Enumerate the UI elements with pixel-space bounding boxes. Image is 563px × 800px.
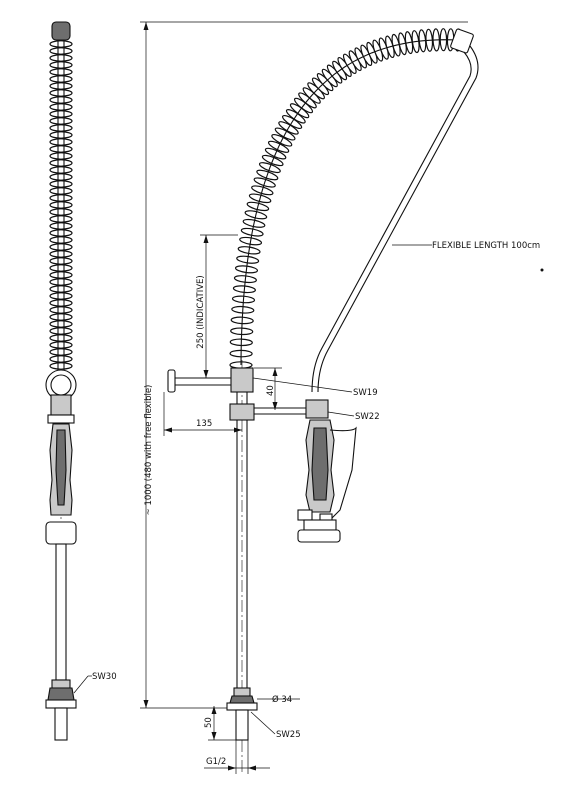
side-view-coupling	[50, 394, 72, 416]
side-view-top-cap	[51, 21, 71, 41]
side-spring-coil	[49, 89, 73, 97]
side-spring-coil	[49, 110, 73, 118]
side-view-nut	[47, 414, 75, 424]
sw22-leader	[327, 411, 355, 417]
side-spring-coil	[49, 285, 73, 293]
front-view-hose	[240, 39, 459, 366]
side-view: SW30	[45, 21, 117, 741]
spray-gun-grip	[311, 427, 329, 501]
side-spring-coil	[49, 47, 73, 55]
side-spring-coil	[49, 194, 73, 202]
overall-height-dimension: ~ 1000 (480 with free flexible)	[140, 21, 468, 709]
side-spring-coil	[49, 54, 73, 62]
overall-height-label: ~ 1000 (480 with free flexible)	[144, 385, 154, 516]
side-view-base-nut-top	[51, 679, 71, 689]
side-spring-coil	[49, 103, 73, 111]
side-view-base-hex	[47, 687, 75, 701]
front-dimensions: 250 (INDICATIVE) 135 40 Ø 34 SW25 50 G1/…	[163, 234, 301, 774]
stray-dot	[540, 268, 544, 272]
spray-gun-trigger	[329, 426, 357, 521]
side-spring-coil	[49, 264, 73, 272]
side-spring-coil	[49, 299, 73, 307]
side-spring-coil	[49, 327, 73, 335]
side-view-flange	[45, 699, 77, 709]
wall-arm-knob	[167, 369, 176, 393]
side-spring-coil	[49, 131, 73, 139]
side-spring-coil	[49, 229, 73, 237]
side-spring-coil	[49, 173, 73, 181]
base-shank	[235, 709, 249, 741]
side-spring-coil	[49, 138, 73, 146]
upper-coupling	[230, 367, 254, 393]
side-view-ring-joint-inner	[50, 374, 72, 396]
side-spring-coil	[49, 166, 73, 174]
spring-top-cap	[450, 28, 474, 54]
side-spring-coil	[49, 313, 73, 321]
spray-gun-clip	[297, 509, 313, 521]
sw22-label: SW22	[355, 412, 380, 422]
side-spring-coil	[49, 152, 73, 160]
lower-coupling	[229, 403, 255, 421]
side-spring-coil	[49, 215, 73, 223]
side-view-spring	[49, 40, 73, 370]
side-spring-coil	[49, 257, 73, 265]
side-view-handle-grip	[55, 429, 67, 506]
sw25-leader	[250, 711, 276, 735]
side-spring-coil	[49, 348, 73, 356]
side-spring-coil	[49, 341, 73, 349]
side-spring-coil	[49, 278, 73, 286]
side-spring-coil	[49, 187, 73, 195]
sw25-label: SW25	[276, 730, 301, 740]
side-spring-coil	[49, 271, 73, 279]
thread-label: G1/2	[206, 757, 226, 767]
side-spring-coil	[49, 159, 73, 167]
side-view-shank	[54, 707, 68, 741]
spout-holder	[305, 399, 329, 419]
side-spring-coil	[49, 40, 73, 48]
side-spring-coil	[49, 75, 73, 83]
side-spring-coil	[49, 124, 73, 132]
side-spring-coil	[49, 236, 73, 244]
sw30-label: SW30	[92, 672, 117, 682]
sw19-label: SW19	[353, 388, 378, 398]
flexible-hose-outer	[317, 45, 479, 393]
side-spring-coil	[49, 355, 73, 363]
shank-height-label: 50	[204, 717, 214, 728]
front-view: FLEXIBLE LENGTH 100cm SW19 SW22	[167, 28, 540, 772]
side-spring-coil	[49, 68, 73, 76]
side-spring-coil	[49, 334, 73, 342]
side-spring-coil	[49, 243, 73, 251]
side-spring-coil	[49, 292, 73, 300]
base-nut-top	[233, 687, 251, 697]
sw30-leader	[73, 675, 89, 694]
spring-height-label: 250 (INDICATIVE)	[196, 275, 206, 348]
base-hex	[229, 695, 255, 704]
flexible-hose-inner	[311, 51, 472, 393]
diameter-label: Ø 34	[272, 694, 292, 705]
sw19-leader	[252, 377, 353, 393]
side-spring-coil	[49, 208, 73, 216]
spray-gun-neck	[303, 519, 337, 531]
side-spring-coil	[49, 82, 73, 90]
side-spring-coil	[49, 250, 73, 258]
side-spring-coil	[49, 180, 73, 188]
side-spring-coil	[49, 320, 73, 328]
side-spring-coil	[49, 61, 73, 69]
spout-offset-label: 40	[266, 385, 276, 396]
side-spring-coil	[49, 362, 73, 370]
side-view-column	[55, 543, 67, 681]
side-spring-coil	[49, 145, 73, 153]
side-spring-coil	[49, 201, 73, 209]
arm-reach-label: 135	[196, 419, 212, 429]
spray-gun-nozzle	[297, 529, 341, 543]
side-spring-coil	[49, 306, 73, 314]
side-view-spray-head	[45, 521, 77, 545]
side-spring-coil	[49, 96, 73, 104]
flexible-length-label: FLEXIBLE LENGTH 100cm	[432, 241, 540, 251]
base-flange	[226, 702, 258, 711]
side-spring-coil	[49, 222, 73, 230]
side-spring-coil	[49, 117, 73, 125]
